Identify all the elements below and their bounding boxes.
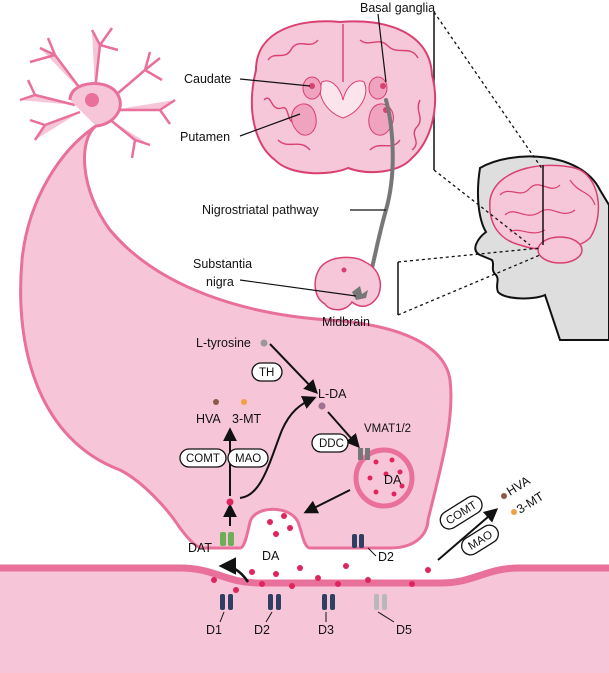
dat-label: DAT: [188, 541, 212, 555]
putamen-label: Putamen: [180, 130, 230, 144]
dopaminergic-neuron: [19, 27, 453, 550]
ddc-label: DDC: [319, 438, 344, 450]
d1-label: D1: [206, 623, 222, 637]
caudate-dot: [309, 83, 315, 89]
d5-label: D5: [396, 623, 412, 637]
d2-autoreceptor: [352, 534, 364, 548]
receptor-pointer-lines: [219, 611, 395, 623]
mt-label-left: 3-MT: [232, 412, 262, 426]
mt-molecule-right: [511, 509, 517, 515]
ddc-enzyme-badge: DDC: [311, 433, 349, 453]
substantia-nigra-label-line1: Substantia: [193, 257, 252, 271]
hva-label-left: HVA: [196, 412, 221, 426]
comt-badge-left: COMT: [179, 448, 227, 468]
d2-pre-label: D2: [378, 550, 394, 564]
substantia-nigra-label-line2: nigra: [206, 275, 234, 289]
dat-transporter: [220, 532, 234, 546]
basal-ganglia-label: Basal ganglia: [360, 1, 435, 15]
synaptic-vesicle: [353, 447, 415, 509]
comt-label-left: COMT: [186, 453, 220, 465]
midbrain-label: Midbrain: [322, 315, 370, 329]
d2-receptor: [268, 594, 281, 610]
released-dopamine: [267, 513, 293, 537]
vmat-label: VMAT1/2: [364, 423, 411, 435]
human-head: [474, 155, 609, 341]
caudate-nucleus-right: [368, 76, 388, 100]
putamen-nucleus: [291, 103, 317, 136]
vesicle-dopamine-dots: [367, 457, 405, 497]
l-tyrosine-molecule: [260, 339, 268, 347]
hva-molecule-right: [501, 493, 507, 499]
l-da-label: L-DA: [318, 387, 347, 401]
midbrain-aqueduct: [341, 267, 347, 273]
vesicle-da-label: DA: [384, 473, 402, 487]
d2-post-label: D2: [254, 623, 270, 637]
neuron-nucleus: [85, 93, 99, 107]
head-brain-gyri: [499, 179, 596, 234]
coronal-gyri: [263, 24, 421, 151]
mao-badge-left: MAO: [227, 448, 269, 468]
postsynaptic-membrane: [0, 564, 609, 673]
mt-molecule-left: [241, 399, 247, 405]
l-tyrosine-label: L-tyrosine: [196, 336, 251, 350]
th-label: TH: [259, 367, 274, 379]
d3-receptor: [322, 594, 335, 610]
d2-pre-pointer: [367, 547, 377, 557]
neuron-dendrites: [19, 27, 176, 159]
brain-pointer-lines: [239, 13, 387, 297]
th-enzyme-badge: TH: [251, 362, 283, 382]
cleft-da-label: DA: [262, 549, 280, 563]
mao-badge-right: MAO: [461, 524, 499, 556]
l-da-molecule: [318, 402, 326, 410]
lateral-ventricles: [319, 80, 367, 119]
substantia-nigra-marker: [352, 286, 368, 300]
mao-label-left: MAO: [235, 453, 261, 465]
vmat-transporter-2: [365, 448, 370, 460]
vmat-transporter: [358, 448, 363, 460]
caudate-dot-right: [380, 83, 386, 89]
nigrostriatal-pathway-label: Nigrostriatal pathway: [202, 203, 319, 217]
caudate-label: Caudate: [184, 72, 231, 86]
reuptake-dopamine: [226, 498, 234, 506]
d5-receptor: [374, 594, 387, 610]
hva-molecule-left: [213, 399, 219, 405]
d3-label: D3: [318, 623, 334, 637]
head-brain: [489, 164, 600, 251]
cleft-dopamine: [211, 563, 431, 593]
midbrain-section: [314, 256, 382, 311]
projection-lines: [397, 11, 544, 316]
coronal-brain-section: [250, 20, 436, 175]
head-cerebellum: [537, 236, 583, 264]
d1-receptor: [220, 594, 233, 610]
